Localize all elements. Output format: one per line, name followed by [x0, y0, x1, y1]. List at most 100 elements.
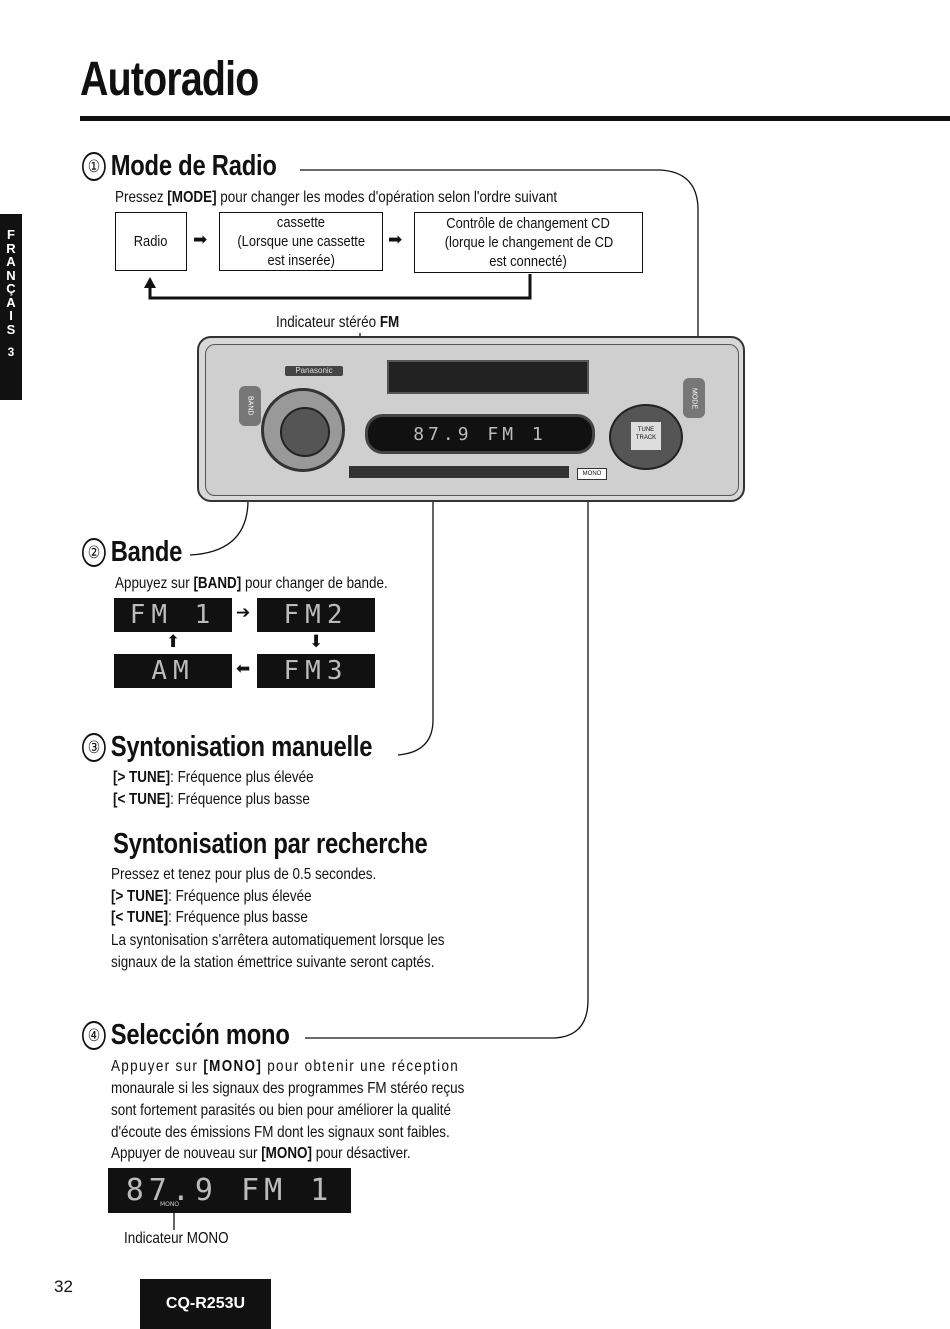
mono-paragraph-line: d'écoute des émissions FM dont les signa… [111, 1124, 450, 1141]
band-button[interactable]: BAND [239, 386, 261, 426]
band-display-fm2: FM2 [257, 598, 375, 632]
arrow-down-icon: ⬇ [309, 632, 324, 651]
manual-tune-down-line: [< TUNE]: Fréquence plus basse [113, 789, 310, 811]
section-number: ① [82, 152, 106, 181]
manual-tune-up-line: [> TUNE]: Fréquence plus élevée [113, 767, 314, 789]
knob-center [280, 407, 330, 457]
volume-knob[interactable] [261, 388, 345, 472]
text: : Fréquence plus élevée [168, 888, 312, 905]
tune-up-key: [> TUNE] [111, 888, 169, 905]
seek-auto-stop-line: signaux de la station émettrice suivante… [111, 954, 435, 971]
text: pour désactiver. [311, 1145, 411, 1162]
mono-paragraph-line: sont fortement parasités ou bien pour am… [111, 1102, 451, 1119]
box-label: Contrôle de changement CD [446, 215, 611, 232]
mode-button[interactable]: MODE [683, 378, 705, 418]
side-tab-letter: F [7, 227, 15, 242]
section-band-intro: Appuyez sur [BAND] pour changer de bande… [115, 573, 388, 595]
side-tab-letter: I [9, 308, 13, 323]
mono-key: [MONO] [261, 1145, 312, 1162]
text: pour changer les modes d'opération selon… [216, 189, 558, 206]
heading-text: Bande [110, 536, 183, 568]
radio-display: 87.9 FM 1 [365, 414, 595, 454]
arrow-right-icon: ➡ [388, 230, 403, 249]
box-label: est inserée) [267, 252, 335, 269]
mode-key: [MODE] [167, 189, 217, 206]
text: : Fréquence plus élevée [170, 769, 314, 786]
mono-display: 87.9 FM 1 [108, 1168, 351, 1213]
text: pour changer de bande. [241, 575, 388, 592]
side-tab-letter: R [6, 240, 16, 256]
band-display-am: AM [114, 654, 232, 688]
text: Appuyez sur [115, 575, 194, 592]
mono-indicator-label: Indicateur MONO [124, 1230, 229, 1247]
side-tab-letter: A [6, 254, 16, 269]
title-rule [80, 116, 950, 121]
tune-track-button[interactable]: TUNE TRACK [609, 404, 683, 470]
tune-track-label: TUNE TRACK [631, 422, 661, 450]
box-label: (lorque le changement de CD [444, 234, 613, 251]
flow-box-radio: Radio [115, 212, 187, 271]
arrow-right-icon: ➔ [236, 603, 251, 622]
side-tab-letter: Ç [6, 281, 16, 296]
heading-text: Selección mono [110, 1019, 290, 1051]
section-number: ④ [82, 1021, 106, 1050]
flow-box-cassette: cassette (Lorsque une cassette est inser… [219, 212, 383, 271]
seek-auto-stop-line: La syntonisation s'arrêtera automatiquem… [111, 932, 445, 949]
heading-text: Mode de Radio [110, 150, 277, 182]
arrow-right-icon: ➡ [193, 230, 208, 249]
mono-paragraph-line: Appuyer sur [MONO] pour obtenir une réce… [111, 1056, 459, 1078]
model-badge: CQ-R253U [140, 1279, 271, 1329]
cassette-slot [387, 360, 589, 394]
heading-text: Syntonisation par recherche [113, 828, 428, 860]
heading-text: Syntonisation manuelle [110, 731, 373, 763]
preset-button-strip[interactable] [349, 466, 569, 478]
mono-button[interactable]: MONO [577, 468, 607, 480]
language-side-tab: F R A N Ç A I S 3 [0, 214, 22, 400]
side-tab-letter: A [6, 294, 16, 310]
mono-display-indicator: MONO [160, 1201, 180, 1208]
side-tab-number: 3 [7, 345, 15, 359]
car-radio-faceplate: Panasonic BAND 87.9 FM 1 TUNE TRACK MODE… [197, 336, 745, 502]
tune-down-key: [< TUNE] [113, 791, 171, 808]
text: Pressez [115, 189, 168, 206]
text: : Fréquence plus basse [168, 909, 308, 926]
seek-up-line: [> TUNE]: Fréquence plus élevée [111, 886, 312, 908]
arrow-up-icon: ⬆ [166, 632, 181, 651]
brand-logo: Panasonic [285, 366, 343, 376]
box-label: cassette [276, 214, 326, 231]
section-seek-heading: Syntonisation par recherche [113, 828, 428, 861]
text: : Fréquence plus basse [170, 791, 310, 808]
page-number: 32 [54, 1277, 73, 1296]
arrow-left-icon: ⬅ [236, 659, 251, 678]
section-number: ② [82, 538, 106, 567]
tune-down-key: [< TUNE] [111, 909, 169, 926]
side-tab-letter: N [6, 267, 16, 283]
text: pour obtenir une réception [262, 1058, 460, 1075]
seek-down-line: [< TUNE]: Fréquence plus basse [111, 907, 308, 929]
band-display-fm1: FM 1 [114, 598, 232, 632]
box-label: est connecté) [489, 253, 568, 270]
tune-up-key: [> TUNE] [113, 769, 171, 786]
text: Indicateur stéréo [276, 314, 380, 331]
stereo-indicator-label: Indicateur stéréo FM [276, 312, 399, 334]
side-tab-letter: S [6, 321, 16, 337]
mono-paragraph-line: Appuyer de nouveau sur [MONO] pour désac… [111, 1143, 411, 1165]
page-title: Autoradio [80, 53, 259, 106]
mono-key: [MONO] [203, 1058, 263, 1075]
text: Appuyer de nouveau sur [111, 1145, 262, 1162]
band-key: [BAND] [193, 575, 242, 592]
text: FM [379, 314, 400, 331]
box-label: (Lorsque une cassette [237, 233, 365, 250]
seek-hold-line: Pressez et tenez pour plus de 0.5 second… [111, 866, 377, 883]
mono-paragraph-line: monaurale si les signaux des programmes … [111, 1080, 465, 1097]
band-display-fm3: FM3 [257, 654, 375, 688]
flow-box-cd-changer: Contrôle de changement CD (lorque le cha… [414, 212, 643, 273]
box-label: Radio [134, 233, 168, 250]
text: Appuyer sur [111, 1058, 204, 1075]
section-mode-intro: Pressez [MODE] pour changer les modes d'… [115, 187, 557, 209]
section-number: ③ [82, 733, 106, 762]
